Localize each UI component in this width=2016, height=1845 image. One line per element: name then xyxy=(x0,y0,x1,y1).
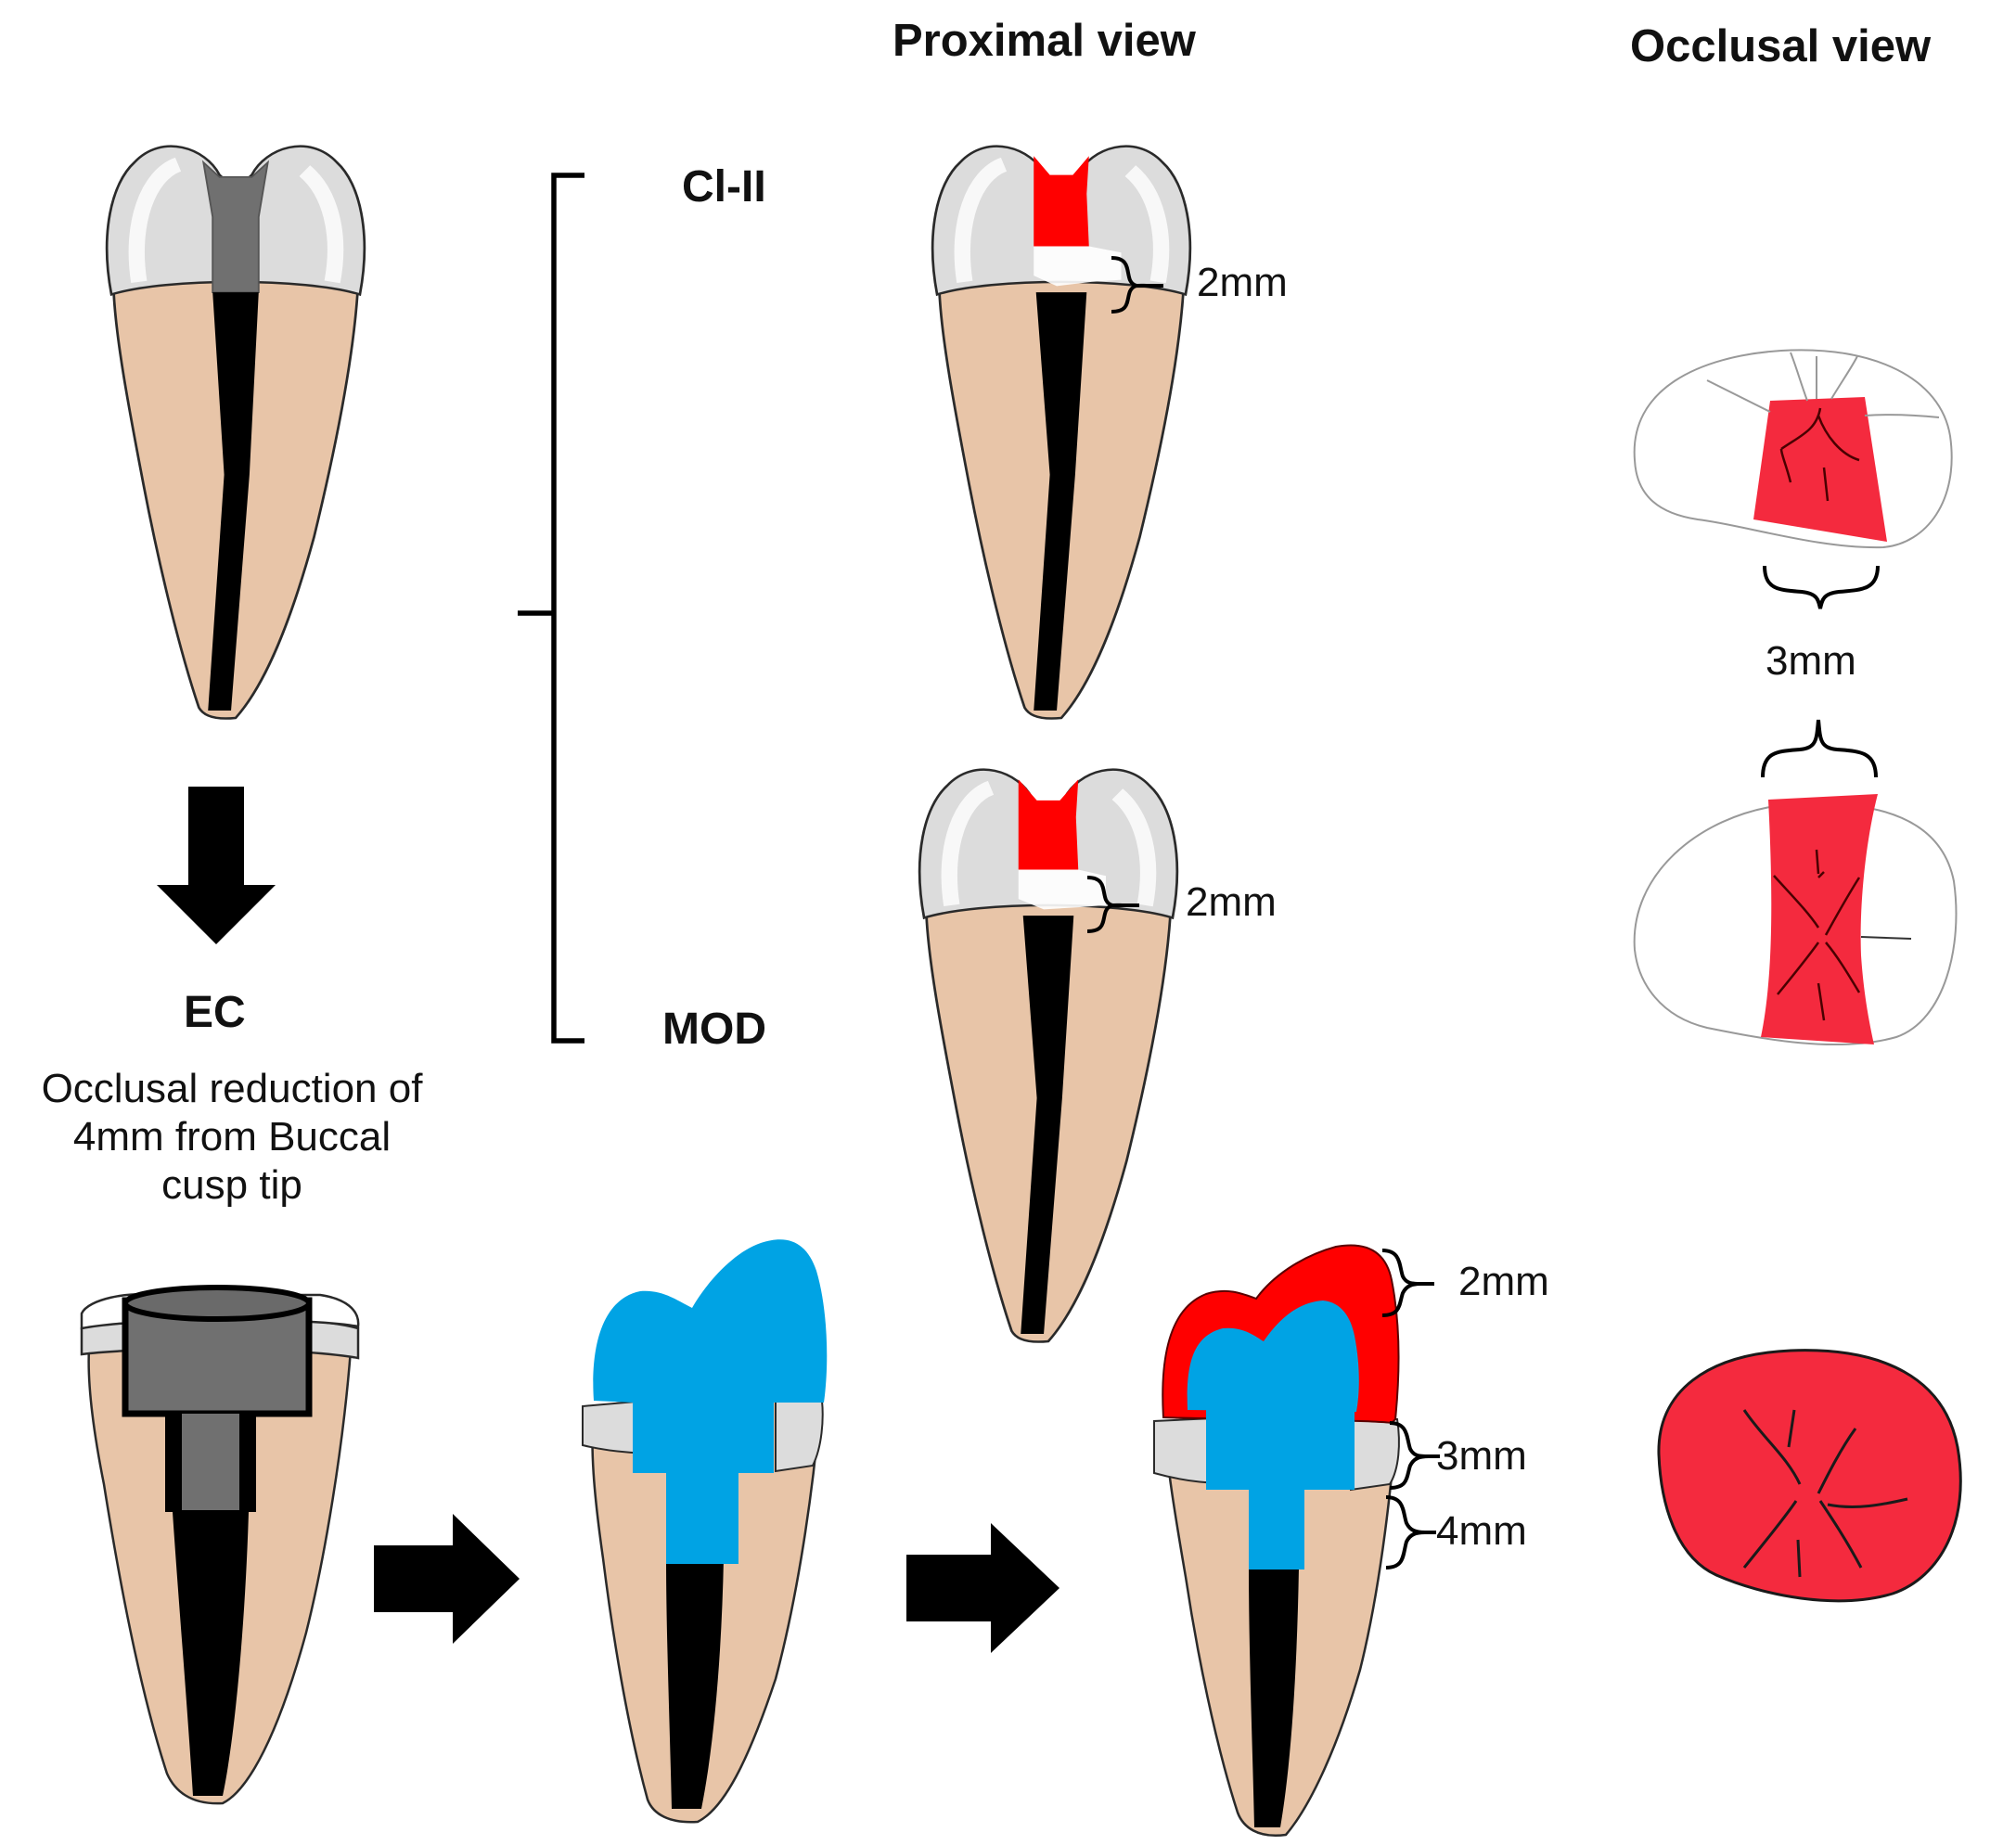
tooth-ec-preparation xyxy=(80,1285,360,1805)
occlusal-onlay xyxy=(1657,1349,1962,1603)
tooth-intact xyxy=(105,145,366,720)
tooth-ec-composite xyxy=(582,1239,828,1824)
onlay-thickness-label: 2mm xyxy=(1458,1259,1549,1304)
isthmus-width-brace-top xyxy=(1763,565,1880,609)
tooth-ec-onlay xyxy=(1153,1244,1400,1838)
tooth-cl-ii xyxy=(931,145,1192,720)
ferrule-height-bracket xyxy=(1389,1421,1440,1490)
proximal-view-header: Proximal view xyxy=(892,16,1196,66)
occlusal-view-header: Occlusal view xyxy=(1630,21,1932,71)
ec-caption-line-2: 4mm from Buccal xyxy=(72,1113,392,1160)
ec-caption: Occlusal reduction of 4mm from Buccal cu… xyxy=(9,1065,455,1210)
cl-ii-depth-bracket xyxy=(1111,256,1163,314)
ferrule-height-label: 3mm xyxy=(1436,1433,1527,1479)
ec-caption-line-1: Occlusal reduction of xyxy=(41,1066,423,1111)
occlusal-mod xyxy=(1633,794,1958,1046)
mod-depth-label: 2mm xyxy=(1186,879,1277,925)
classification-bracket xyxy=(518,173,584,1044)
right-arrow-icon xyxy=(374,1514,520,1644)
onlay-thickness-bracket xyxy=(1381,1249,1434,1317)
post-depth-bracket xyxy=(1385,1495,1436,1570)
tooth-mod xyxy=(918,768,1179,1343)
cl-ii-label: Cl-II xyxy=(682,162,766,211)
post-depth-label: 4mm xyxy=(1436,1508,1527,1554)
mod-depth-bracket xyxy=(1086,876,1139,933)
cl-ii-depth-label: 2mm xyxy=(1197,260,1288,305)
isthmus-width-label: 3mm xyxy=(1766,638,1856,684)
isthmus-width-brace-bottom xyxy=(1761,719,1878,778)
right-arrow-icon xyxy=(906,1523,1059,1653)
occlusal-cl-ii xyxy=(1633,349,1953,549)
down-arrow-icon xyxy=(157,787,276,944)
ec-caption-line-3: cusp tip xyxy=(161,1161,302,1208)
mod-label: MOD xyxy=(662,1005,766,1054)
ec-title: EC xyxy=(184,988,246,1037)
